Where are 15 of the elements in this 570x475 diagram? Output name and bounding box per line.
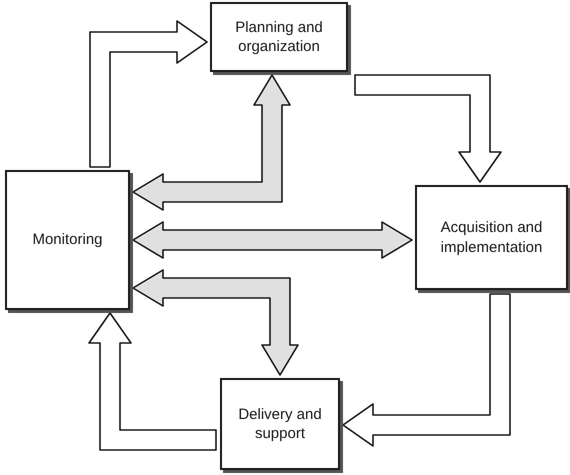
box-label: Planning and organization xyxy=(234,18,324,56)
box-label: Delivery and support xyxy=(237,404,323,444)
process-box xyxy=(5,170,130,310)
process-box xyxy=(210,2,348,72)
process-box xyxy=(220,378,340,470)
block-arrow xyxy=(88,312,217,451)
block-arrow xyxy=(342,293,511,447)
block-arrow xyxy=(132,269,299,376)
block-arrow xyxy=(354,74,502,183)
block-arrow xyxy=(132,74,291,211)
box-label: Monitoring xyxy=(32,230,103,250)
block-arrow xyxy=(89,20,208,168)
box-label: Acquisition and implementation xyxy=(440,218,544,257)
block-arrow xyxy=(132,221,413,259)
process-box xyxy=(415,185,568,290)
